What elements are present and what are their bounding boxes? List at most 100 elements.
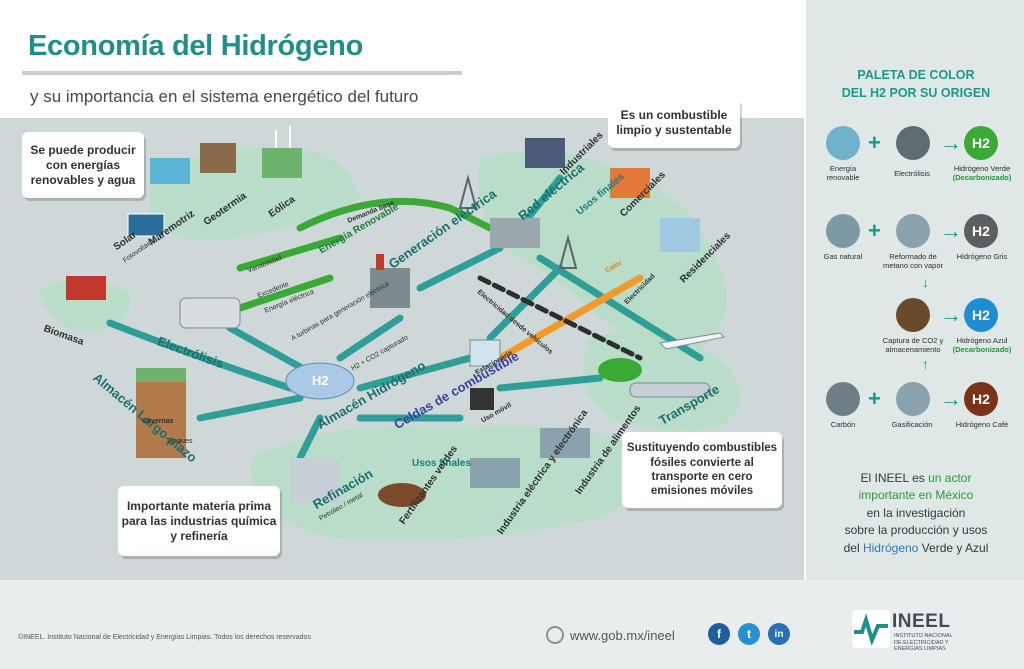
result-verde: Hidrógeno Verde(Decarbonizado): [952, 164, 1012, 182]
arrow-variabilidad: [236, 234, 344, 272]
ineel-statement: El INEEL es un actor importante en Méxic…: [806, 470, 1024, 557]
result-verde-name: Hidrógeno Verde: [953, 164, 1011, 173]
arrow-right-icon: →: [940, 302, 962, 327]
facebook-icon[interactable]: f: [708, 623, 730, 645]
statement-l4: sobre la producción y usos: [844, 523, 988, 538]
grid-substation: [490, 218, 540, 248]
hydrogen-tank: [285, 362, 355, 400]
plus-icon: +: [868, 218, 881, 243]
h2-gris-icon: H2: [964, 214, 998, 248]
ineel-logo-subtitle: INSTITUTO NACIONAL DE ELECTRICIDAD Y ENE…: [894, 633, 953, 653]
arrow-right-icon: →: [940, 130, 962, 155]
palette-row-cafe: ↑ + → H2 Carbón Gasificación Hidrógeno C…: [822, 356, 1018, 440]
industrial-building: [525, 138, 565, 168]
h2-verde-symbol: H2: [972, 135, 990, 151]
fertilizer-pile: [378, 483, 426, 507]
input-gas-natural: Gas natural: [823, 252, 863, 261]
main-panel: Economía del Hidrógeno y su importancia …: [0, 0, 804, 580]
biomass-blob: [40, 279, 131, 333]
arrow-up-icon: ↑: [922, 356, 929, 372]
statement-l3: en la investigación: [866, 505, 966, 520]
electronics-factory: [470, 458, 520, 488]
result-verde-note: (Decarbonizado): [952, 173, 1012, 182]
input-energia-renovable: Energía renovable: [826, 164, 860, 182]
commercial-building: [610, 168, 650, 198]
plus-icon: +: [868, 386, 881, 411]
car: [598, 358, 642, 382]
flow-diagram: [40, 126, 740, 541]
globe-icon: [546, 626, 564, 644]
ineel-logo-icon: [852, 610, 890, 648]
logo-sub-1: INSTITUTO NACIONAL: [894, 633, 953, 639]
refinery: [290, 458, 340, 502]
arrow-tank-estacionaria: [356, 354, 474, 392]
solar-panels: [127, 213, 165, 237]
reformer-icon: [896, 214, 930, 248]
electrolyzer-icon: [896, 126, 930, 160]
plus-icon: +: [868, 130, 881, 155]
coal-plant-icon: [826, 382, 860, 416]
arrow-electricidad-vehiculos: [477, 275, 643, 361]
label-tanques: Tanques: [166, 438, 193, 445]
arrow-gen-red: [416, 244, 504, 292]
copyright-text: ©INEEL. Instituto Nacional de Electricid…: [18, 634, 311, 641]
h2-cafe-symbol: H2: [972, 391, 990, 407]
facebook-letter: f: [717, 627, 721, 641]
label-cavernas: Cavernas: [142, 418, 174, 425]
callout-renewables: Se puede producir con energías renovable…: [22, 132, 144, 198]
callout-feedstock: Importante materia prima para las indust…: [118, 486, 280, 556]
twitter-letter: t: [747, 627, 751, 641]
statement-l1b: un actor: [928, 471, 972, 485]
process-gasificacion: Gasificación: [891, 420, 933, 429]
storage-cavern: [136, 368, 186, 458]
renewable-icon: [826, 126, 860, 160]
label-usos-finales-bottom: Usos finales: [412, 458, 471, 469]
tidal-plant: [150, 158, 190, 184]
gasifier-icon: [896, 382, 930, 416]
label-h2-tank: H2: [312, 373, 329, 388]
ineel-logo: INEEL: [892, 611, 951, 632]
statement-l2: importante en México: [858, 488, 974, 503]
input-carbon: Carbón: [830, 420, 856, 429]
co2-capture-icon: [896, 298, 930, 332]
mobile-fuel-cell: [470, 388, 494, 410]
result-gris: Hidrógeno Gris: [956, 252, 1008, 261]
airplane: [658, 332, 726, 350]
twitter-icon[interactable]: t: [738, 623, 760, 645]
result-azul-note: (Decarbonizado): [952, 345, 1012, 354]
stationary-fuel-cell: [469, 339, 501, 367]
electrolyzer: [179, 297, 241, 329]
train: [629, 382, 711, 398]
process-captura: Captura de CO2 y almacenamiento: [882, 336, 944, 354]
arrow-right-icon: →: [940, 386, 962, 411]
wind-turbines: [262, 126, 302, 178]
linkedin-icon[interactable]: in: [768, 623, 790, 645]
logo-sub-3: ENERGÍAS LIMPIAS: [894, 646, 946, 653]
page-subtitle: y su importancia en el sistema energétic…: [30, 87, 419, 106]
arrow-tank-gen: [336, 314, 404, 362]
website-link[interactable]: www.gob.mx/ineel: [546, 626, 675, 644]
h2-azul-icon: H2: [964, 298, 998, 332]
h2-gris-symbol: H2: [972, 223, 990, 239]
page-title: Economía del Hidrógeno: [28, 30, 363, 62]
arrow-demanda-base: [296, 197, 494, 232]
statement-l5c: Verde y Azul: [918, 540, 989, 555]
palette-row-verde: + → H2 Energía renovable Electrólisis Hi…: [822, 124, 1018, 184]
transmission-tower-1: [458, 174, 478, 209]
linkedin-letter: in: [774, 628, 784, 640]
arrow-tank-industry: [296, 414, 324, 462]
color-palette-panel: PALETA DE COLOR DEL H2 POR SU ORIGEN + →…: [804, 0, 1024, 580]
arrow-excedente: [236, 274, 334, 312]
biomass-farm: [66, 276, 106, 300]
palette-row-gris: + → H2 Gas natural Reformado de metano c…: [822, 212, 1018, 272]
website-url[interactable]: www.gob.mx/ineel: [570, 627, 675, 643]
palette-row-azul: ↓ → H2 Captura de CO2 y almacenamiento H…: [822, 274, 1018, 356]
process-reformado: Reformado de metano con vapor: [882, 252, 944, 270]
diagram-area: Solar Fotovoltaica Maremotriz Geotermia …: [0, 98, 804, 580]
arrow-down-icon: ↓: [922, 274, 929, 290]
palette-title-line2: DEL H2 POR SU ORIGEN: [841, 86, 991, 101]
h2-verde-icon: H2: [964, 126, 998, 160]
statement-l1a: El INEEL es: [860, 471, 929, 485]
h2-cafe-icon: H2: [964, 382, 998, 416]
